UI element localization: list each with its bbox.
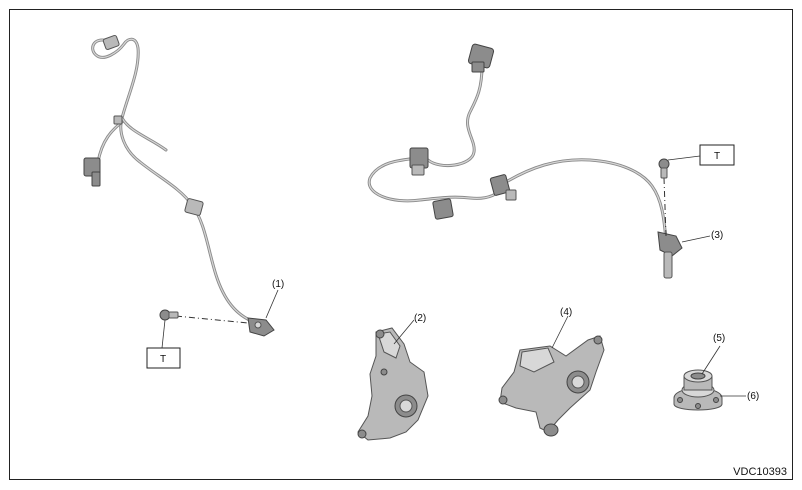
- torque-box-left: [146, 347, 181, 369]
- torque-mark-right: T: [714, 151, 720, 162]
- front-abs-sensor-harness: [83, 34, 275, 337]
- figure-code: VDC10393: [733, 466, 787, 478]
- torque-box-right: [699, 144, 735, 166]
- label-3: (3): [711, 230, 723, 241]
- bolt-right: [658, 158, 670, 179]
- leader-4: [551, 315, 569, 349]
- bolt-axis-line: [175, 315, 249, 324]
- diagram-frame: [9, 9, 793, 480]
- torque-mark-left: T: [160, 354, 166, 365]
- bolt-left: [159, 309, 179, 321]
- bolt-axis-line-right: [663, 177, 667, 237]
- label-2: (2): [414, 313, 426, 324]
- leader-1: [265, 289, 279, 319]
- rear-abs-sensor-harness: [367, 43, 683, 279]
- hub-unit-bearing: [673, 369, 723, 411]
- leader-5: [701, 345, 721, 375]
- leader-2: [393, 319, 415, 345]
- torque-leader-left: [161, 319, 166, 349]
- leader-3: [681, 235, 711, 243]
- rear-knuckle: [498, 335, 605, 437]
- label-4: (4): [560, 307, 572, 318]
- label-1: (1): [272, 279, 284, 290]
- label-5: (5): [713, 333, 725, 344]
- front-steering-knuckle: [357, 327, 429, 441]
- label-6: (6): [747, 391, 759, 402]
- torque-leader-right: [667, 155, 701, 161]
